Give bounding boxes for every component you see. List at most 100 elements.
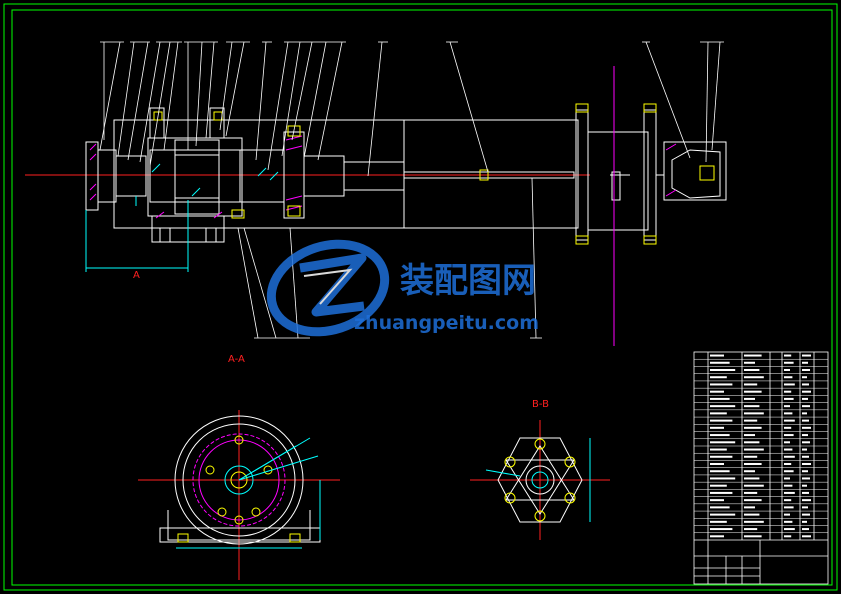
main-hatch: [89, 135, 677, 219]
parts-list-entry-mark: [802, 434, 808, 437]
parts-list-entry-mark: [802, 470, 808, 473]
watermark-logo: [266, 239, 390, 337]
parts-list-entry-mark: [710, 477, 736, 480]
parts-list-entry-mark: [802, 528, 809, 531]
outer-border: [3, 3, 838, 591]
parts-list-entry-mark: [710, 491, 733, 494]
parts-list-entry-mark: [784, 491, 795, 494]
parts-list-entry-mark: [784, 383, 795, 386]
inner-border: [11, 9, 833, 586]
parts-list-entry-mark: [710, 434, 730, 437]
parts-list-entry-mark: [744, 477, 760, 480]
parts-list-table: [693, 351, 829, 585]
parts-list-entry-mark: [744, 412, 764, 415]
parts-list-entry-mark: [802, 361, 808, 364]
parts-list-entry-mark: [784, 361, 794, 364]
left-end-flange: [85, 141, 99, 211]
parts-list-entry-mark: [744, 419, 758, 422]
parts-list-entry-mark: [784, 484, 793, 487]
parts-list-entry-mark: [710, 383, 733, 386]
parts-list-entry-mark: [802, 506, 808, 509]
parts-list-entry-mark: [710, 412, 727, 415]
parts-list-entry-mark: [710, 419, 733, 422]
parts-list-entry-mark: [710, 470, 730, 473]
cut-marker-a: A: [133, 270, 140, 281]
parts-list-entry-mark: [784, 506, 794, 509]
parts-list-entry-mark: [744, 441, 760, 444]
parts-list-entry-mark: [744, 506, 755, 509]
parts-list-entry-mark: [710, 506, 730, 509]
parts-list-entry-mark: [784, 434, 794, 437]
parts-list-entry-mark: [744, 354, 762, 357]
parts-list-entry-mark: [802, 412, 807, 415]
parts-list-entry-mark: [802, 368, 810, 371]
parts-list-entry-mark: [784, 441, 790, 444]
parts-list-entry-mark: [744, 426, 762, 429]
parts-list-entry-mark: [744, 376, 764, 379]
parts-list-entry-mark: [802, 462, 811, 465]
parts-list-entry-mark: [710, 448, 727, 451]
parts-list-entries: [710, 354, 811, 538]
parts-list-entry-mark: [744, 368, 760, 371]
parts-list-entry-mark: [802, 419, 809, 422]
parts-list-entry-mark: [784, 368, 790, 371]
parts-list-entry-mark: [744, 499, 762, 502]
parts-list-entry-mark: [710, 462, 724, 465]
parts-list-entry-mark: [802, 441, 810, 444]
parts-list-entry-mark: [784, 426, 792, 429]
hex-flange: [497, 437, 583, 523]
parts-list-entry-mark: [802, 499, 811, 502]
parts-list-entry-mark: [744, 462, 762, 465]
parts-list-entry-mark: [784, 397, 794, 400]
right-clevis: [663, 141, 727, 201]
parts-list-entry-mark: [784, 520, 793, 523]
parts-list-entry-mark: [784, 405, 790, 408]
parts-list-entry-mark: [784, 462, 792, 465]
section-a-label: A-A: [228, 354, 245, 365]
parts-list-entry-mark: [802, 484, 807, 487]
parts-list-entry-mark: [802, 477, 810, 480]
parts-list-entry-mark: [802, 390, 811, 393]
parts-list-entry-mark: [710, 499, 724, 502]
parts-list-entry-mark: [784, 376, 793, 379]
parts-list-entry-mark: [784, 412, 793, 415]
parts-list-entry-mark: [802, 383, 809, 386]
parts-list-entry-mark: [744, 513, 760, 516]
parts-list-entry-mark: [710, 376, 727, 379]
parts-list-entry-mark: [710, 535, 724, 538]
parts-list-entry-mark: [744, 535, 762, 538]
parts-list-entry-mark: [744, 405, 760, 408]
parts-list-rows: [694, 358, 828, 534]
watermark-brand-url: zhuangpeitu.com: [354, 312, 539, 334]
bearing-top: [149, 107, 165, 139]
parts-list-entry-mark: [710, 528, 733, 531]
parts-list-entry-mark: [802, 426, 811, 429]
parts-list-entry-mark: [744, 470, 755, 473]
main-assembly-view: [25, 66, 727, 346]
parts-list-entry-mark: [802, 354, 811, 357]
parts-list-entry-mark: [784, 535, 792, 538]
parts-list-entry-mark: [710, 520, 727, 523]
parts-list-entry-mark: [710, 484, 727, 487]
parts-list-entry-mark: [802, 513, 810, 516]
parts-list-entry-mark: [710, 397, 730, 400]
section-a-view: [138, 410, 340, 580]
main-dimensions: [85, 163, 279, 272]
parts-list-entry-mark: [744, 520, 764, 523]
parts-list-entry-mark: [802, 520, 807, 523]
annotation-ticks: [100, 41, 724, 339]
parts-list-entry-mark: [784, 390, 792, 393]
right-cylinder: [403, 119, 579, 229]
parts-list-entry-mark: [710, 390, 724, 393]
parts-list-entry-mark: [744, 528, 758, 531]
parts-list-entry-mark: [710, 513, 736, 516]
parts-list-entry-mark: [784, 470, 794, 473]
parts-list-entry-mark: [784, 477, 790, 480]
parts-list-entry-mark: [710, 405, 736, 408]
parts-list-entry-mark: [744, 390, 762, 393]
parts-list-entry-mark: [802, 535, 811, 538]
parts-list-entry-mark: [710, 368, 736, 371]
internal-gear: [174, 139, 220, 215]
parts-list-entry-mark: [744, 455, 758, 458]
